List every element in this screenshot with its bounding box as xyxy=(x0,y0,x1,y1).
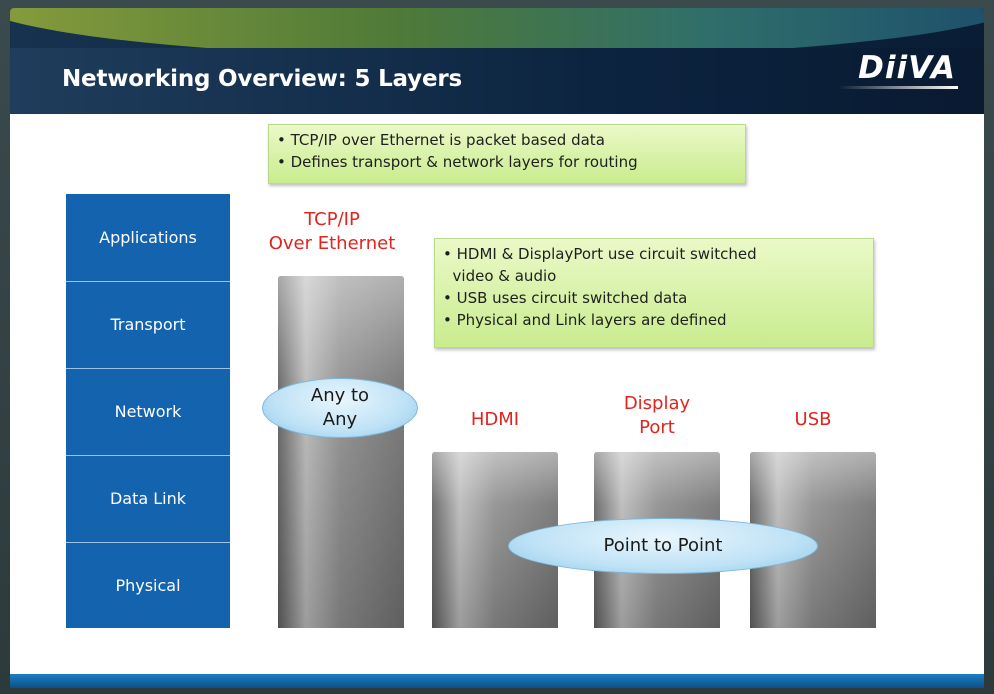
displayport-label: Display Port xyxy=(594,392,720,440)
tcpip-label-line-1: TCP/IP xyxy=(304,209,360,230)
tcp-callout-line-1: • TCP/IP over Ethernet is packet based d… xyxy=(277,131,605,149)
slide-header: Networking Overview: 5 Layers DiiVA xyxy=(10,8,984,114)
logo-swoosh xyxy=(838,86,958,89)
tcpip-label: TCP/IP Over Ethernet xyxy=(250,208,414,256)
any-to-any-line-2: Any xyxy=(322,409,358,430)
slide-title: Networking Overview: 5 Layers xyxy=(62,66,462,92)
circuit-callout-line-1: • HDMI & DisplayPort use circuit switche… xyxy=(443,245,757,263)
slide-bottom-bar xyxy=(10,674,984,688)
layer-data-link: Data Link xyxy=(66,455,230,541)
circuit-callout-line-3: • USB uses circuit switched data xyxy=(443,289,688,307)
any-to-any-oval: Any to Any xyxy=(262,378,418,438)
layer-transport: Transport xyxy=(66,281,230,367)
diiva-logo: DiiVA xyxy=(858,50,956,86)
point-to-point-oval: Point to Point xyxy=(508,518,818,574)
circuit-callout-line-2: video & audio xyxy=(443,267,557,285)
circuit-callout-line-4: • Physical and Link layers are defined xyxy=(443,311,727,329)
displayport-label-line-1: Display xyxy=(623,393,691,414)
usb-label: USB xyxy=(794,409,832,430)
layer-stack: Applications Transport Network Data Link… xyxy=(66,194,230,628)
any-to-any-line-1: Any to xyxy=(310,385,370,406)
layer-physical: Physical xyxy=(66,542,230,628)
tcp-callout-line-2: • Defines transport & network layers for… xyxy=(277,153,638,171)
tcpip-pillar xyxy=(278,276,404,628)
tcpip-label-line-2: Over Ethernet xyxy=(268,233,396,254)
circuit-callout: • HDMI & DisplayPort use circuit switche… xyxy=(434,238,874,348)
header-band xyxy=(10,48,984,114)
tcp-callout: • TCP/IP over Ethernet is packet based d… xyxy=(268,124,746,184)
layer-network: Network xyxy=(66,368,230,454)
layer-applications: Applications xyxy=(99,227,197,247)
displayport-label-line-2: Port xyxy=(639,417,675,438)
hdmi-label: HDMI xyxy=(470,409,520,430)
